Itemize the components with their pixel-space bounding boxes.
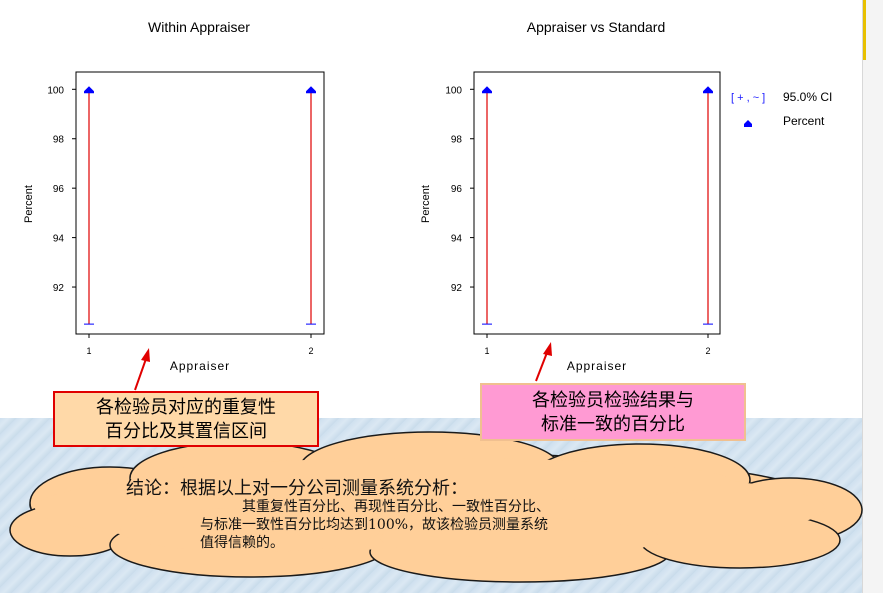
legend-point-label: Percent xyxy=(783,114,825,128)
conclusion-body: 其重复性百分比、再现性百分比、一致性百分比、 与标准一致性百分比均达到100%，… xyxy=(200,498,670,552)
plot-frame-right xyxy=(473,71,721,335)
window-edge xyxy=(862,0,883,593)
conclusion-line2: 与标准一致性百分比均达到100%，故该检验员测量系统 xyxy=(200,517,549,533)
y-tick-label: 92 xyxy=(53,283,65,294)
chart-title-left: Within Appraiser xyxy=(148,19,250,35)
x-tick-label: 2 xyxy=(308,346,313,356)
data-point xyxy=(482,86,492,94)
x-tick-label: 1 xyxy=(484,346,489,356)
y-tick-label: 96 xyxy=(53,184,65,195)
y-tick-label: 92 xyxy=(451,283,463,294)
note-repeatability: 各检验员对应的重复性 百分比及其置信区间 xyxy=(53,391,319,447)
y-axis-right: 92 94 96 98 100 xyxy=(445,85,474,294)
y-axis-label-right: Percent xyxy=(420,185,432,223)
arrow-right xyxy=(535,349,549,382)
note-vs-standard: 各检验员检验结果与 标准一致的百分比 xyxy=(480,383,746,441)
y-tick-label: 96 xyxy=(451,184,463,195)
x-tick-label: 1 xyxy=(86,346,91,356)
legend-point-marker xyxy=(744,120,752,127)
chart-title-right: Appraiser vs Standard xyxy=(527,19,666,35)
data-point xyxy=(306,86,316,94)
data-point xyxy=(84,86,94,94)
legend-ci-symbol: [ + , ~ ] xyxy=(731,92,765,104)
note-right-line2: 标准一致的百分比 xyxy=(541,414,685,435)
y-tick-label: 98 xyxy=(53,135,65,146)
y-tick-label: 94 xyxy=(53,234,65,245)
y-tick-label: 98 xyxy=(451,135,463,146)
arrow-right-head xyxy=(543,342,552,356)
note-right-line1: 各检验员检验结果与 xyxy=(532,390,694,411)
y-tick-label: 100 xyxy=(445,85,462,96)
legend-ci-label: 95.0% CI xyxy=(783,90,832,104)
data-point xyxy=(703,86,713,94)
legend: [ + , ~ ] 95.0% CI Percent xyxy=(731,90,832,128)
conclusion-title: 结论：根据以上对一分公司测量系统分析： xyxy=(126,478,468,499)
arrow-left-head xyxy=(141,348,150,362)
y-tick-label: 94 xyxy=(451,234,463,245)
edge-accent xyxy=(863,0,866,60)
arrow-left xyxy=(134,355,148,391)
x-axis-label-left: Appraiser xyxy=(170,359,230,373)
plot-frame-left xyxy=(75,71,325,335)
note-left-line1: 各检验员对应的重复性 xyxy=(96,397,276,418)
x-axis-label-right: Appraiser xyxy=(567,359,627,373)
marks-left xyxy=(84,86,316,325)
marks-right xyxy=(482,86,713,325)
annotation-arrows xyxy=(134,342,552,391)
conclusion-cloud xyxy=(9,431,863,583)
conclusion-line1: 其重复性百分比、再现性百分比、一致性百分比、 xyxy=(242,499,550,515)
y-tick-label: 100 xyxy=(47,85,64,96)
conclusion-line3: 值得信赖的。 xyxy=(200,535,284,551)
note-left-line2: 百分比及其置信区间 xyxy=(105,421,267,442)
y-axis-label-left: Percent xyxy=(23,185,35,223)
y-axis-left: 92 94 96 98 100 xyxy=(47,85,76,294)
x-tick-label: 2 xyxy=(705,346,710,356)
